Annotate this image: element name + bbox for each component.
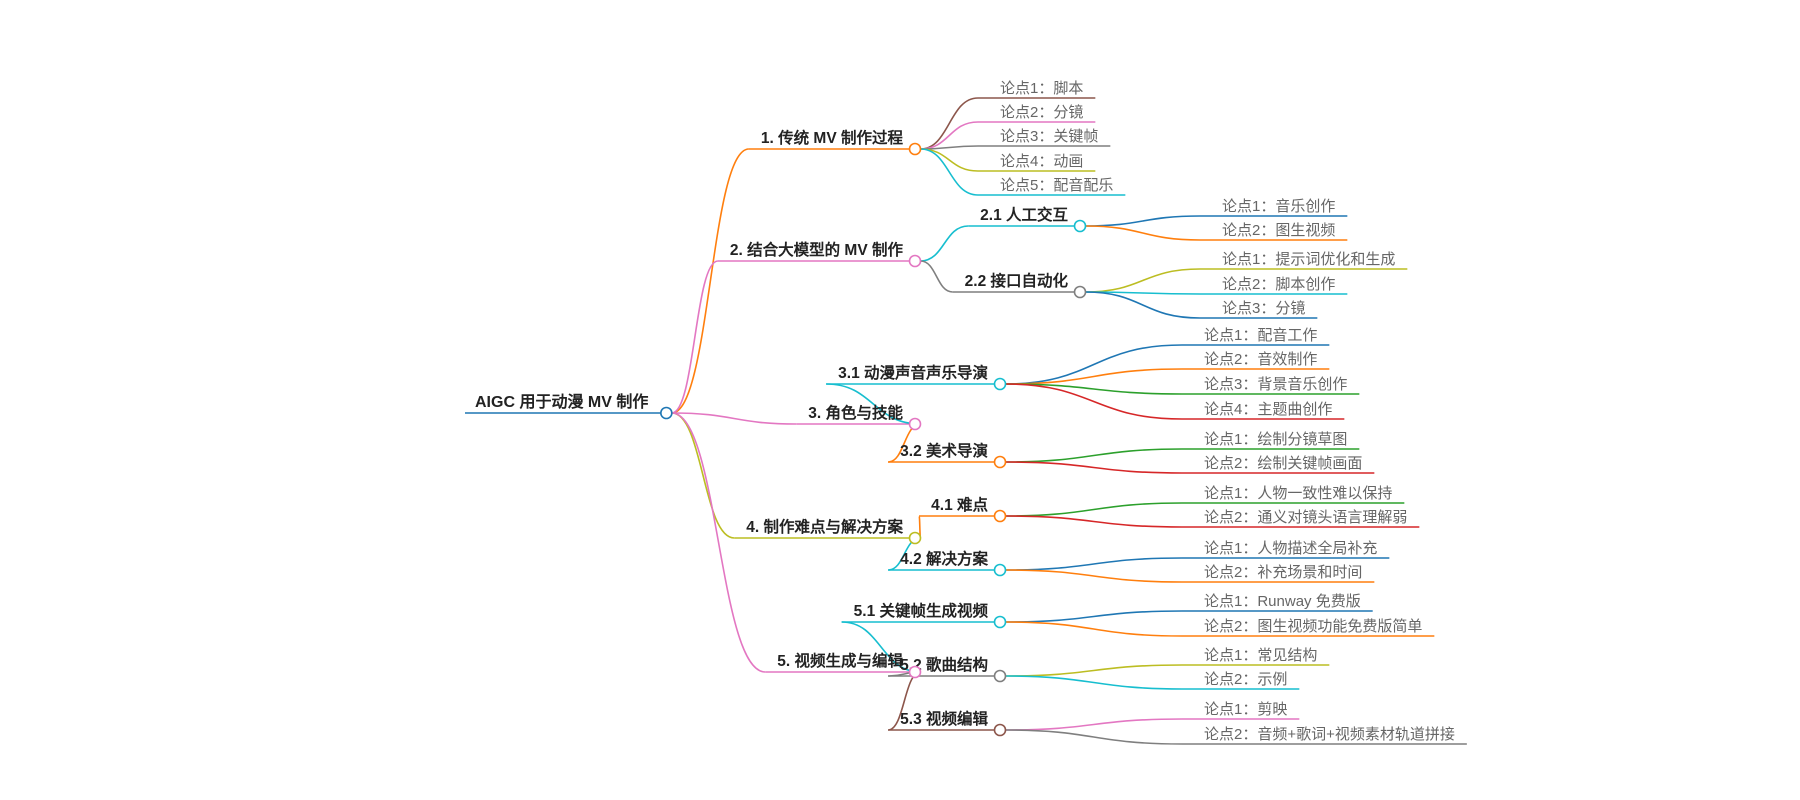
branch-5-sub-2-topic: 5.2 歌曲结构 xyxy=(900,655,988,674)
branch-3-sub-1-leaf-1: 论点1：配音工作 xyxy=(1204,327,1317,344)
branch-3-sub-2-leaf-2-connector xyxy=(1005,461,1183,474)
branch-2-sub-2-leaf-1-connector xyxy=(1085,268,1201,293)
branch-1-leaf-4-connector xyxy=(920,148,979,172)
branch-1-leaf-4: 论点4：动画 xyxy=(1000,153,1083,170)
branch-3-sub-1-connector xyxy=(826,383,921,425)
branch-4-sub-1-leaf-2-connector xyxy=(1005,515,1183,528)
branch-2-sub-1-topic: 2.1 人工交互 xyxy=(980,205,1068,224)
branch-3-sub-1-leaf-3-connector xyxy=(1005,383,1183,395)
branch-3-sub-1-leaf-4: 论点4：主题曲创作 xyxy=(1204,401,1332,418)
branch-5-sub-1-leaf-2: 论点2：图生视频功能免费版简单 xyxy=(1204,618,1422,635)
branch-2-topic: 2. 结合大模型的 MV 制作 xyxy=(730,240,904,259)
branch-3-sub-1-leaf-2-connector xyxy=(1005,368,1183,385)
branch-5-sub-3-leaf-1-connector xyxy=(1005,718,1183,731)
branch-2-sub-1-collapse-toggle[interactable] xyxy=(1073,219,1087,233)
branch-3-sub-1-leaf-1-connector xyxy=(1005,344,1183,385)
branch-5-sub-1-topic: 5.1 关键帧生成视频 xyxy=(854,601,989,620)
node-layer: AIGC 用于动漫 MV 制作 1. 传统 MV 制作过程 论点1：脚本论点2：分镜… xyxy=(475,80,1455,743)
branch-3-sub-1-collapse-toggle[interactable] xyxy=(993,377,1007,391)
branch-2-sub-1-leaf-2: 论点2：图生视频 xyxy=(1222,222,1335,239)
branch-5-sub-2-leaf-1-connector xyxy=(1005,664,1183,677)
branch-3-sub-1-topic: 3.1 动漫声音声乐导演 xyxy=(838,363,988,382)
branch-3-sub-1-leaf-3: 论点3：背景音乐创作 xyxy=(1204,376,1347,393)
branch-5-sub-1-leaf-1-connector xyxy=(1005,610,1183,623)
branch-4-collapse-toggle[interactable] xyxy=(908,531,922,545)
branch-3-sub-2-collapse-toggle[interactable] xyxy=(993,455,1007,469)
branch-4-sub-2-leaf-1-connector xyxy=(1005,557,1183,571)
branch-1-leaf-5: 论点5：配音配乐 xyxy=(1000,177,1113,194)
branch-2-sub-2-topic: 2.2 接口自动化 xyxy=(965,271,1069,290)
branch-3-sub-1-leaf-4-connector xyxy=(1005,383,1183,420)
branch-1-collapse-toggle[interactable] xyxy=(908,142,922,156)
branch-3-sub-2-topic: 3.2 美术导演 xyxy=(900,441,988,460)
branch-5-sub-3-leaf-1: 论点1：剪映 xyxy=(1204,701,1287,718)
branch-1-leaf-1: 论点1：脚本 xyxy=(1000,80,1083,97)
connector-layer xyxy=(465,97,1467,745)
branch-4-sub-1-leaf-1-connector xyxy=(1005,502,1183,517)
branch-4-sub-1-leaf-2: 论点2：通义对镜头语言理解弱 xyxy=(1204,508,1407,526)
root-collapse-toggle[interactable] xyxy=(660,406,673,420)
branch-4-sub-2-leaf-1: 论点1：人物描述全局补充 xyxy=(1204,539,1377,557)
branch-2-sub-1-leaf-1-connector xyxy=(1085,215,1201,227)
branch-2-collapse-toggle[interactable] xyxy=(908,254,922,268)
branch-3-sub-2-leaf-2: 论点2：绘制关键帧画面 xyxy=(1204,455,1362,472)
branch-1-connector xyxy=(671,148,750,414)
branch-2-sub-2-leaf-3: 论点3：分镜 xyxy=(1222,299,1305,317)
branch-2-sub-2-connector xyxy=(920,260,953,293)
branch-1-topic: 1. 传统 MV 制作过程 xyxy=(761,128,904,147)
branch-5-sub-3-leaf-2-connector xyxy=(1005,729,1183,745)
branch-3-collapse-toggle[interactable] xyxy=(908,417,922,431)
branch-5-sub-1-leaf-2-connector xyxy=(1005,621,1183,637)
branch-5-sub-1-leaf-1: 论点1：Runway 免费版 xyxy=(1204,593,1361,610)
branch-2-sub-1-leaf-2-connector xyxy=(1085,225,1201,241)
branch-2-sub-2-collapse-toggle[interactable] xyxy=(1073,285,1087,299)
branch-5-topic: 5. 视频生成与编辑 xyxy=(777,651,903,670)
branch-4-sub-2-leaf-2: 论点2：补充场景和时间 xyxy=(1204,564,1362,581)
branch-1-leaf-1-connector xyxy=(920,97,979,150)
branch-2-sub-2-leaf-1: 论点1：提示词优化和生成 xyxy=(1222,251,1395,268)
branch-5-sub-3-leaf-2: 论点2：音频+歌词+视频素材轨道拼接 xyxy=(1204,726,1455,743)
branch-5-sub-3-topic: 5.3 视频编辑 xyxy=(900,709,988,728)
branch-2-sub-2-leaf-2: 论点2：脚本创作 xyxy=(1222,276,1335,293)
branch-1-leaf-3: 论点3：关键帧 xyxy=(1000,128,1098,145)
branch-4-sub-2-collapse-toggle[interactable] xyxy=(993,563,1007,577)
branch-1-leaf-2: 论点2：分镜 xyxy=(1000,103,1083,121)
branch-4-topic: 4. 制作难点与解决方案 xyxy=(746,517,903,536)
root-topic: AIGC 用于动漫 MV 制作 xyxy=(475,392,648,411)
branch-3-topic: 3. 角色与技能 xyxy=(808,403,903,422)
branch-1-leaf-5-connector xyxy=(920,148,979,196)
branch-4-sub-2-leaf-2-connector xyxy=(1005,569,1183,583)
branch-4-sub-2-topic: 4.2 解决方案 xyxy=(900,549,988,568)
branch-2-sub-1-connector xyxy=(920,225,969,262)
branch-4-sub-1-leaf-1: 论点1：人物一致性难以保持 xyxy=(1204,485,1392,502)
branch-5-sub-2-leaf-1: 论点1：常见结构 xyxy=(1204,647,1317,664)
branch-4-sub-1-topic: 4.1 难点 xyxy=(931,495,988,514)
branch-5-sub-2-collapse-toggle[interactable] xyxy=(993,669,1007,683)
branch-3-connector xyxy=(671,412,797,425)
branch-2-sub-2-leaf-3-connector xyxy=(1085,291,1201,319)
branch-5-sub-2-leaf-2-connector xyxy=(1005,675,1183,690)
branch-2-connector xyxy=(671,260,719,414)
branch-4-sub-1-collapse-toggle[interactable] xyxy=(993,509,1007,523)
branch-2-sub-1-leaf-1: 论点1：音乐创作 xyxy=(1222,198,1335,215)
branch-4-connector xyxy=(671,412,735,539)
branch-3-sub-2-leaf-1-connector xyxy=(1005,448,1183,463)
branch-5-sub-1-collapse-toggle[interactable] xyxy=(993,615,1007,629)
branch-3-sub-1-leaf-2: 论点2：音效制作 xyxy=(1204,351,1317,368)
branch-5-sub-3-collapse-toggle[interactable] xyxy=(993,723,1007,737)
branch-1-leaf-2-connector xyxy=(920,121,979,150)
branch-5-connector xyxy=(671,412,766,673)
branch-5-sub-1-connector xyxy=(841,621,921,673)
branch-5-collapse-toggle[interactable] xyxy=(908,665,922,679)
branch-3-sub-2-leaf-1: 论点1：绘制分镜草图 xyxy=(1204,430,1347,448)
branch-5-sub-2-leaf-2: 论点2：示例 xyxy=(1204,671,1287,688)
